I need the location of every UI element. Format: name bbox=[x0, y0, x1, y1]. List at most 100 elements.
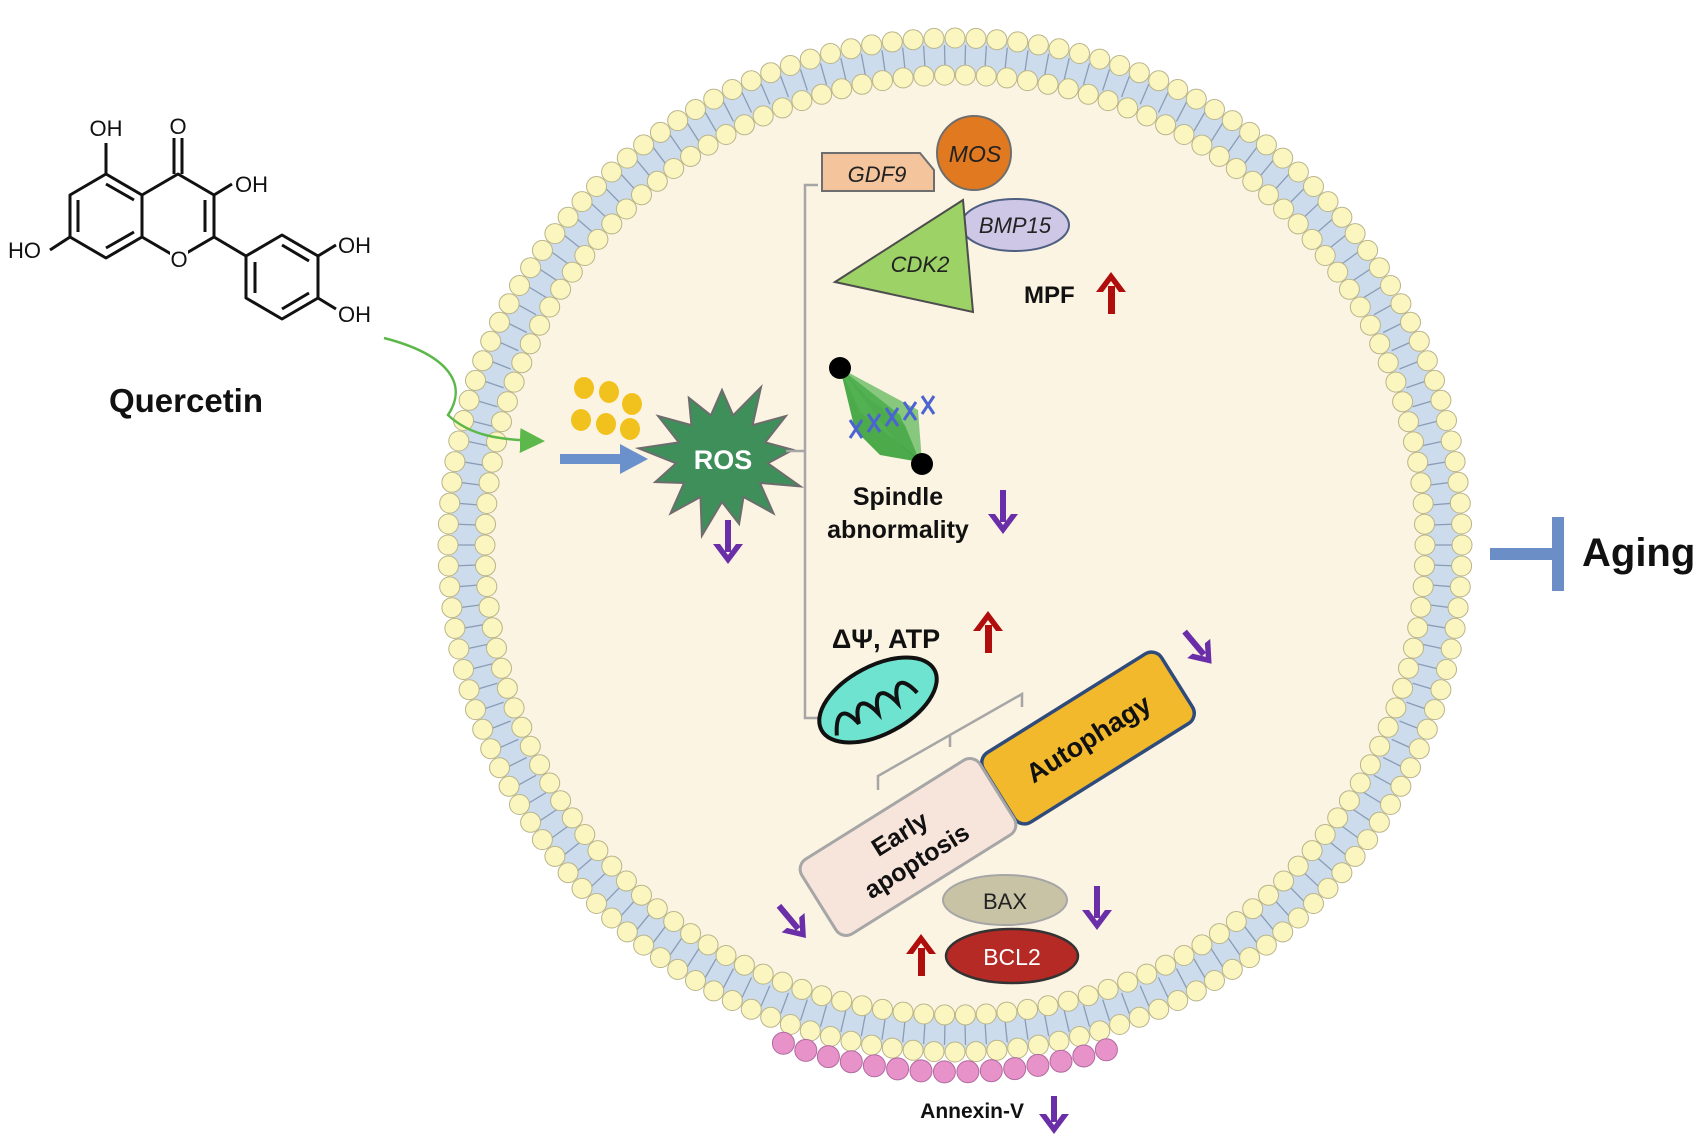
lipid-head bbox=[1242, 898, 1264, 920]
lipid-tail bbox=[881, 1017, 886, 1040]
lipid-head bbox=[1327, 261, 1349, 283]
lipid-tail bbox=[1406, 701, 1428, 711]
lipid-head bbox=[1380, 275, 1401, 296]
cdk2-label: CDK2 bbox=[891, 252, 950, 277]
lipid-head bbox=[975, 1003, 997, 1025]
lipid-tail bbox=[652, 925, 667, 944]
lipid-tail bbox=[526, 285, 547, 298]
lipid-head bbox=[721, 79, 743, 100]
lipid-head bbox=[1057, 990, 1079, 1012]
lipid-tail bbox=[506, 322, 528, 334]
lipid-tail bbox=[470, 420, 493, 427]
lipid-head bbox=[489, 757, 510, 779]
lipid-head bbox=[475, 513, 496, 535]
lipid-head bbox=[544, 223, 566, 245]
lipid-head bbox=[601, 855, 623, 877]
lipid-head bbox=[663, 911, 685, 932]
lipid-tail bbox=[860, 53, 867, 76]
lipid-head bbox=[811, 985, 833, 1007]
lipid-tail bbox=[780, 76, 790, 98]
lipid-head bbox=[771, 97, 793, 119]
lipid-head bbox=[1385, 371, 1407, 393]
lipid-tail bbox=[455, 564, 478, 567]
lipid-head bbox=[519, 735, 541, 757]
lipid-head bbox=[1412, 493, 1434, 514]
lipid-head bbox=[1255, 934, 1277, 956]
lipid-head bbox=[646, 898, 668, 920]
lipid-head bbox=[1191, 934, 1213, 956]
lipid-head bbox=[486, 637, 507, 659]
lipid-head bbox=[1410, 596, 1432, 618]
lipid-head bbox=[881, 31, 903, 53]
chem-ho-left: HO bbox=[8, 238, 41, 263]
mos-circle bbox=[936, 115, 1012, 191]
lipid-head bbox=[791, 978, 813, 1000]
annexin-down-arrow bbox=[1039, 1096, 1069, 1134]
lipid-head bbox=[1239, 121, 1261, 143]
lipid-head bbox=[561, 807, 583, 829]
lipid-tail bbox=[1429, 481, 1452, 486]
lipid-head bbox=[1400, 757, 1421, 779]
lipid-tail bbox=[799, 999, 808, 1021]
lipid-head bbox=[1117, 971, 1139, 993]
chem-oh-ring-c: OH bbox=[235, 172, 268, 197]
lipid-head bbox=[1208, 145, 1230, 167]
lipid-head bbox=[615, 198, 637, 220]
lipid-head bbox=[453, 659, 474, 680]
lipid-tail bbox=[476, 399, 498, 408]
lipid-head bbox=[1287, 907, 1309, 929]
lipid-tail bbox=[1227, 937, 1241, 956]
lipid-head bbox=[752, 105, 774, 127]
lipid-head bbox=[923, 27, 945, 49]
lipid-head bbox=[1185, 980, 1207, 1002]
lipid-head bbox=[975, 65, 997, 87]
annexin-bead bbox=[1003, 1057, 1027, 1081]
lipid-head bbox=[1128, 1006, 1150, 1028]
lipid-head bbox=[448, 638, 470, 660]
lipid-tail bbox=[619, 172, 636, 191]
lipid-head bbox=[1208, 923, 1230, 945]
lipid-head bbox=[458, 389, 480, 411]
lipid-tail bbox=[604, 187, 622, 204]
lipid-head bbox=[1173, 124, 1195, 145]
lipid-tail bbox=[1316, 217, 1334, 234]
lipid-head bbox=[923, 1041, 945, 1063]
lipid-head bbox=[913, 65, 935, 87]
lipid-tail bbox=[686, 122, 700, 142]
lipid-head bbox=[1258, 184, 1279, 206]
lipid-tail bbox=[461, 460, 484, 466]
lipid-tail bbox=[1004, 47, 1008, 70]
lipid-head bbox=[1390, 293, 1412, 315]
lipid-tail bbox=[590, 871, 608, 888]
lipid-tail bbox=[1417, 420, 1440, 427]
lipid-head bbox=[740, 998, 762, 1020]
lipid-head bbox=[1359, 314, 1381, 336]
lipid-head bbox=[587, 840, 609, 862]
bcl2-ellipse bbox=[944, 927, 1080, 985]
ros-star bbox=[634, 384, 805, 540]
lipid-head bbox=[1037, 995, 1059, 1017]
mpf-up-arrow bbox=[1096, 272, 1126, 314]
lipid-head bbox=[1301, 840, 1323, 862]
lipid-head bbox=[840, 1030, 862, 1052]
lipid-head bbox=[437, 534, 459, 556]
lipid-head bbox=[820, 43, 841, 64]
lipid-head bbox=[1359, 754, 1381, 776]
lipid-head bbox=[1331, 862, 1353, 884]
lipid-head bbox=[1239, 947, 1261, 969]
lipid-tail bbox=[1243, 146, 1258, 165]
lipid-head bbox=[557, 206, 579, 228]
lipid-head bbox=[791, 90, 813, 112]
lipid-head bbox=[539, 296, 561, 318]
lipid-head bbox=[586, 176, 607, 197]
lipid-tail bbox=[722, 968, 735, 989]
lipid-head bbox=[752, 963, 774, 985]
lipid-head bbox=[1327, 807, 1349, 829]
lipid-head bbox=[771, 971, 793, 993]
lipid-head bbox=[1204, 99, 1225, 120]
lipid-head bbox=[892, 67, 914, 89]
lipid-head bbox=[1403, 431, 1424, 453]
autophagy-down-arrow bbox=[1182, 629, 1212, 664]
lipid-tail bbox=[1302, 871, 1320, 888]
